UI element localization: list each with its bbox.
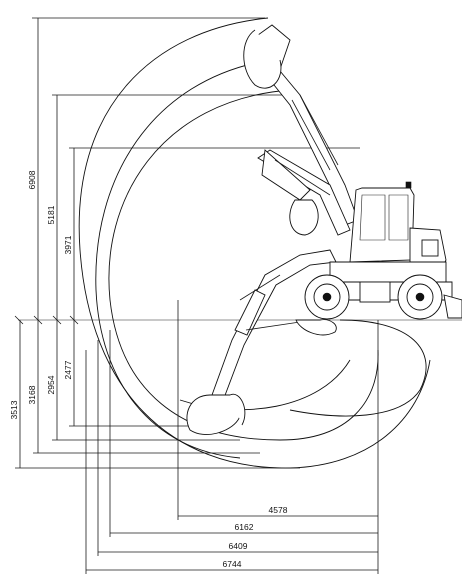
dim-6162-label: 6162 bbox=[235, 522, 254, 532]
inner-reach-arc bbox=[95, 59, 271, 459]
dozer-blade bbox=[443, 294, 462, 319]
dim-3971-label: 3971 bbox=[63, 235, 73, 254]
dim-6744-label: 6744 bbox=[223, 559, 242, 569]
dim-6908-label: 6908 bbox=[27, 170, 37, 189]
cab bbox=[349, 187, 415, 263]
vertical-dimension-labels: 6908 5181 3971 3513 3168 2954 2477 bbox=[9, 170, 73, 419]
ground-reach-arc bbox=[289, 319, 427, 417]
horizontal-dimension-lines bbox=[85, 300, 379, 574]
boom-mid-position bbox=[257, 149, 351, 236]
dim-2477-label: 2477 bbox=[63, 360, 73, 379]
dim-4578-label: 4578 bbox=[269, 505, 288, 515]
dim-5181-label: 5181 bbox=[46, 205, 56, 224]
rear-wheel bbox=[397, 274, 443, 320]
front-wheel bbox=[304, 274, 350, 320]
dim-3168-label: 3168 bbox=[27, 385, 37, 404]
vertical-dimension-lines bbox=[14, 17, 360, 469]
digging-depth-arc bbox=[108, 89, 379, 441]
dim-3513-label: 3513 bbox=[9, 400, 19, 419]
excavator-body bbox=[304, 181, 462, 320]
dim-6409-label: 6409 bbox=[229, 541, 248, 551]
boom-raised-position bbox=[243, 24, 359, 226]
dim-2954-label: 2954 bbox=[46, 375, 56, 394]
horizontal-dimension-labels: 4578 6162 6409 6744 bbox=[223, 505, 288, 569]
boom-lowered-position bbox=[186, 249, 337, 435]
